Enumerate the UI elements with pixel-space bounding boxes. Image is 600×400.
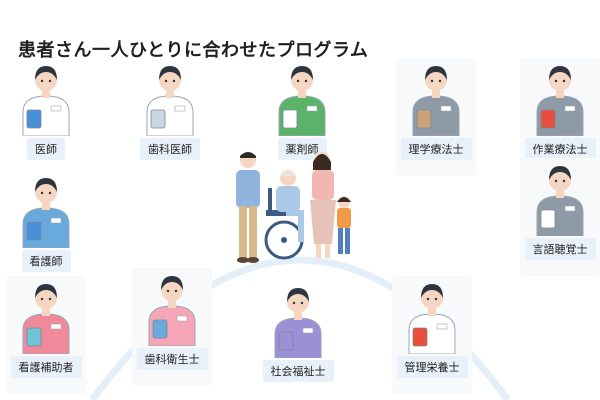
role-label-occupational-therapist: 作業療法士: [524, 138, 596, 160]
physical-therapist-icon: [412, 66, 460, 136]
role-label-pharmacist: 薬剤師: [277, 138, 327, 160]
role-label-dietitian: 管理栄養士: [396, 356, 468, 378]
occupational-therapist-icon: [536, 66, 584, 136]
role-label-nurse: 看護師: [21, 250, 71, 272]
role-card-dietitian: 管理栄養士: [392, 276, 472, 394]
role-card-social-worker: 社会福祉士: [258, 280, 338, 398]
role-card-care-assistant: 看護補助者: [6, 276, 86, 394]
dentist-icon: [146, 66, 194, 136]
pharmacist-icon: [278, 66, 326, 136]
social-worker-icon: [274, 288, 322, 358]
role-card-nurse: 看護師: [6, 170, 86, 288]
role-label-doctor: 医師: [27, 138, 65, 160]
speech-therapist-icon: [536, 166, 584, 236]
role-label-care-assistant: 看護補助者: [10, 356, 82, 378]
role-card-speech-therapist: 言語聴覚士: [520, 158, 600, 276]
patient-family-icon: [236, 152, 351, 263]
role-label-speech-therapist: 言語聴覚士: [524, 238, 596, 260]
role-label-physical-therapist: 理学療法士: [400, 138, 472, 160]
role-card-dentist: 歯科医師: [130, 58, 210, 176]
role-card-physical-therapist: 理学療法士: [396, 58, 476, 176]
care-assistant-icon: [22, 284, 70, 354]
page-title: 患者さん一人ひとりに合わせたプログラム: [18, 40, 369, 61]
dietitian-icon: [408, 284, 456, 354]
dental-hygienist-icon: [148, 276, 196, 346]
role-label-social-worker: 社会福祉士: [262, 360, 334, 382]
role-card-occupational-therapist: 作業療法士: [520, 58, 600, 176]
role-label-dental-hygienist: 歯科衛生士: [136, 348, 208, 370]
role-label-dentist: 歯科医師: [140, 138, 200, 160]
role-card-doctor: 医師: [6, 58, 86, 176]
nurse-icon: [22, 178, 70, 248]
role-card-dental-hygienist: 歯科衛生士: [132, 268, 212, 386]
doctor-icon: [22, 66, 70, 136]
role-card-pharmacist: 薬剤師: [262, 58, 342, 176]
